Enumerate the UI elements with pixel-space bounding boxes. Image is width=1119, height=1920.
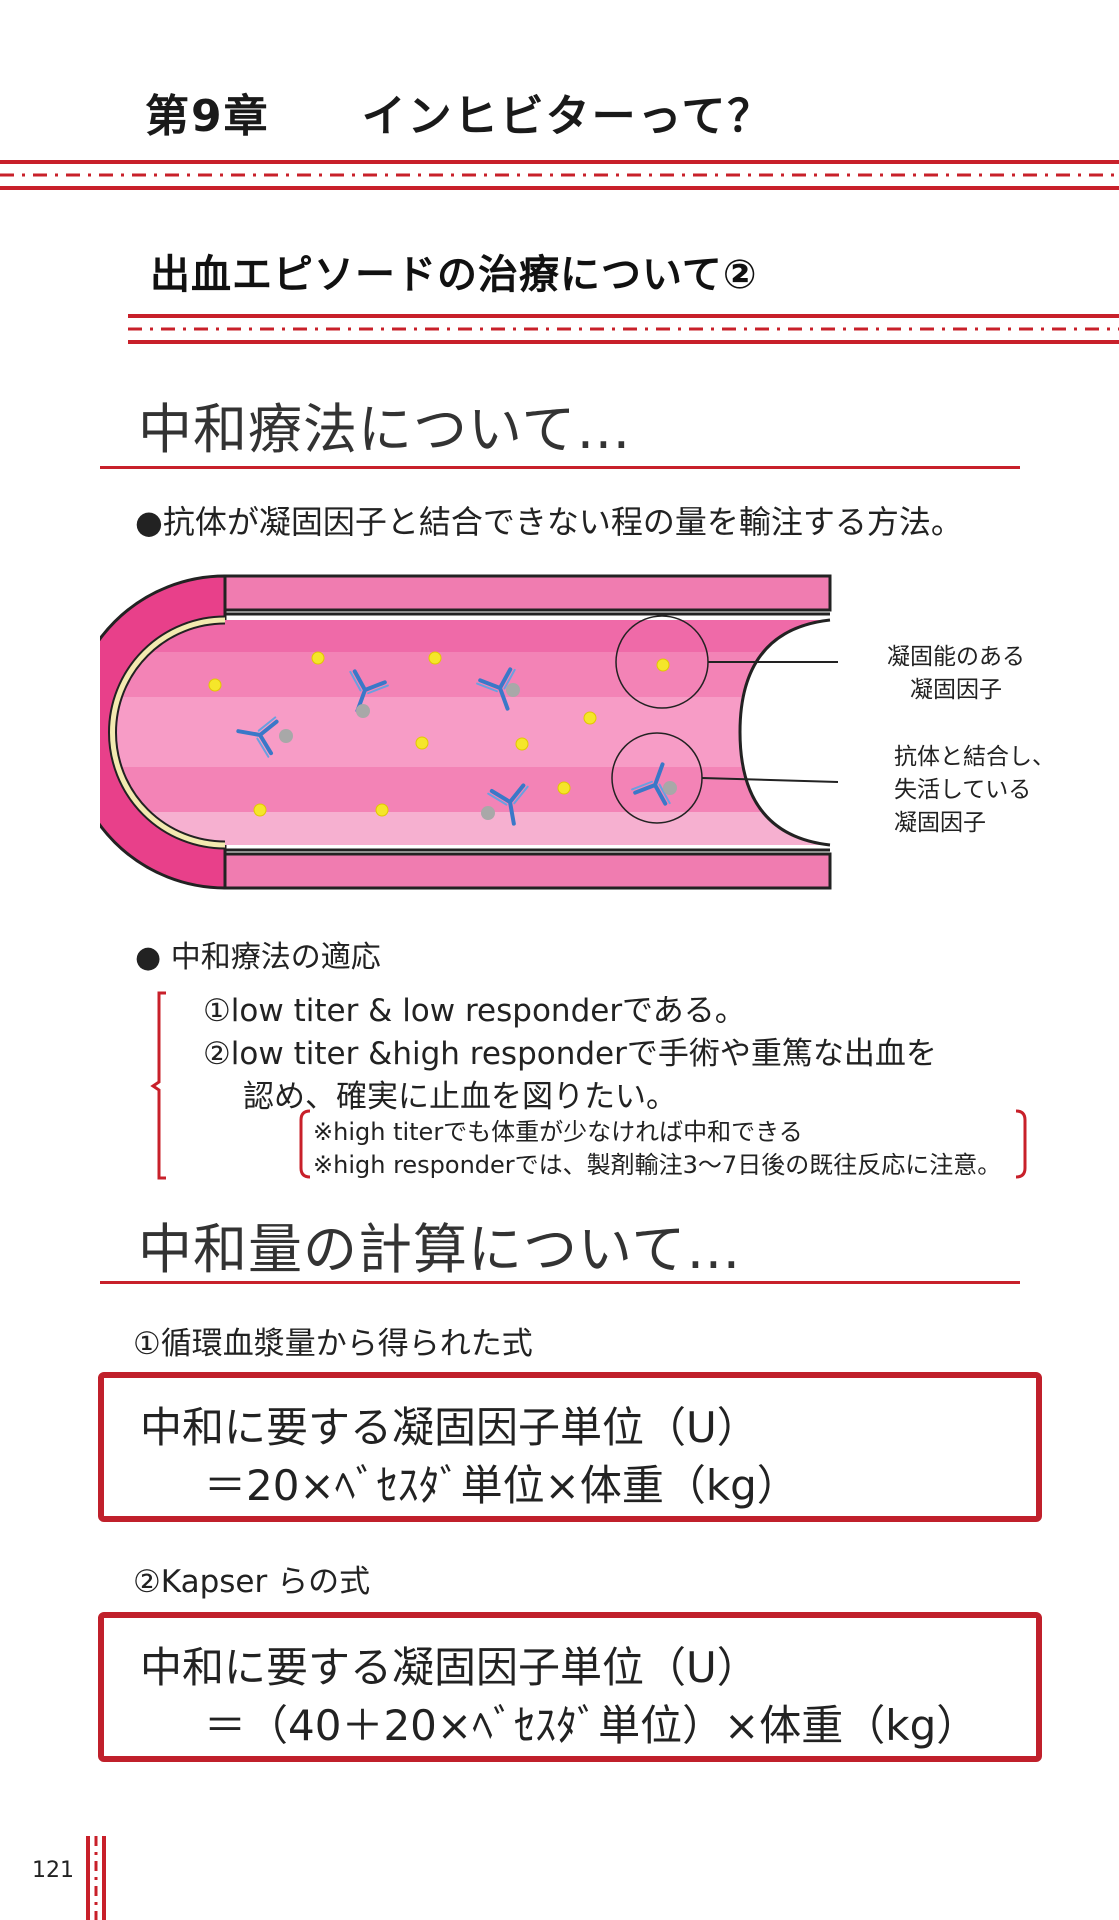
formula-2-line1: 中和に要する凝固因子単位（U） xyxy=(140,1643,759,1692)
page-edge-marker xyxy=(86,1836,106,1920)
notes-brackets xyxy=(299,1109,1027,1179)
indication-note-1: ※high titerでも体重が少なければ中和できる xyxy=(313,1118,803,1146)
neutralization-description: ●抗体が凝固因子と結合できない程の量を輸注する方法。 xyxy=(135,503,963,541)
formula-1-box: 中和に要する凝固因子単位（U） ＝20×ﾍﾞｾｽﾀﾞ単位×体重（kg） xyxy=(98,1372,1042,1522)
label-active-factor-line2: 凝固因子 xyxy=(910,677,1002,703)
formula-1-line1: 中和に要する凝固因子単位（U） xyxy=(140,1403,759,1452)
indication-item-2-line1: ②low titer &high responderで手術や重篤な出血を xyxy=(203,1036,937,1072)
formula-2-box: 中和に要する凝固因子単位（U） ＝（40＋20×ﾍﾞｾｽﾀﾞ単位）×体重（kg） xyxy=(98,1612,1042,1762)
section-title: 出血エピソードの治療について② xyxy=(150,252,758,298)
label-inactive-factor: 抗体と結合し、 失活している 凝固因子 xyxy=(894,741,1055,840)
neutralization-heading-rule xyxy=(100,466,1020,469)
section-divider xyxy=(128,314,1119,344)
indication-item-2-line2: 認め、確実に止血を図りたい。 xyxy=(243,1079,677,1115)
calculation-heading-rule xyxy=(100,1281,1020,1284)
formula-2-title: ②Kapser らの式 xyxy=(133,1564,371,1600)
formula-1-line2: ＝20×ﾍﾞｾｽﾀﾞ単位×体重（kg） xyxy=(204,1461,799,1510)
label-inactive-factor-line2: 失活している xyxy=(894,777,1032,803)
chapter-divider xyxy=(0,160,1119,190)
indication-item-1: ①low titer & low responderである。 xyxy=(203,993,746,1029)
indication-note-2: ※high responderでは、製剤輸注3～7日後の既往反応に注意。 xyxy=(313,1151,1002,1179)
indications-bracket xyxy=(150,991,166,1180)
neutralization-heading: 中和療法について… xyxy=(138,398,632,461)
calculation-heading: 中和量の計算について… xyxy=(138,1218,742,1281)
label-inactive-factor-line1: 抗体と結合し、 xyxy=(894,744,1055,770)
label-inactive-factor-line3: 凝固因子 xyxy=(894,810,986,836)
formula-1-title: ①循環血漿量から得られた式 xyxy=(133,1326,533,1362)
label-active-factor: 凝固能のある 凝固因子 xyxy=(887,641,1025,707)
blood-vessel-diagram xyxy=(100,574,839,890)
chapter-title: 第9章 インヒビターって？ xyxy=(145,91,774,142)
label-active-factor-line1: 凝固能のある xyxy=(887,644,1025,670)
indications-heading: ● 中和療法の適応 xyxy=(135,940,381,975)
page-number: 121 xyxy=(32,1858,74,1883)
formula-2-line2: ＝（40＋20×ﾍﾞｾｽﾀﾞ単位）×体重（kg） xyxy=(204,1701,979,1750)
